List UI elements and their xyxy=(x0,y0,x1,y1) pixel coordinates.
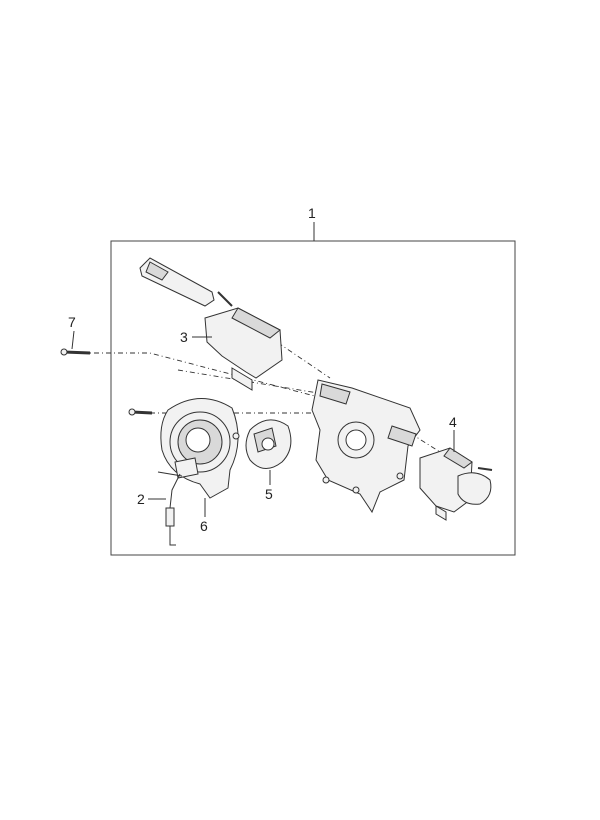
sensor-ring-part-5 xyxy=(245,419,292,469)
callout-7: 7 xyxy=(68,314,76,330)
screw xyxy=(128,408,153,416)
callout-5: 5 xyxy=(265,486,273,502)
bolt-part-7 xyxy=(60,348,91,356)
wiper-switch-part-4 xyxy=(419,447,493,521)
callout-1: 1 xyxy=(308,205,316,221)
assembly-frame xyxy=(110,240,516,556)
wire-harness-part-2 xyxy=(157,471,183,546)
switch-housing xyxy=(311,379,421,514)
callout-2: 2 xyxy=(137,491,145,507)
leader-line-7 xyxy=(71,330,75,350)
callout-6: 6 xyxy=(200,518,208,534)
switch-stalk-part-3 xyxy=(139,257,283,391)
clock-spring-part-6 xyxy=(160,398,240,499)
callout-3: 3 xyxy=(180,329,188,345)
callout-4: 4 xyxy=(449,414,457,430)
